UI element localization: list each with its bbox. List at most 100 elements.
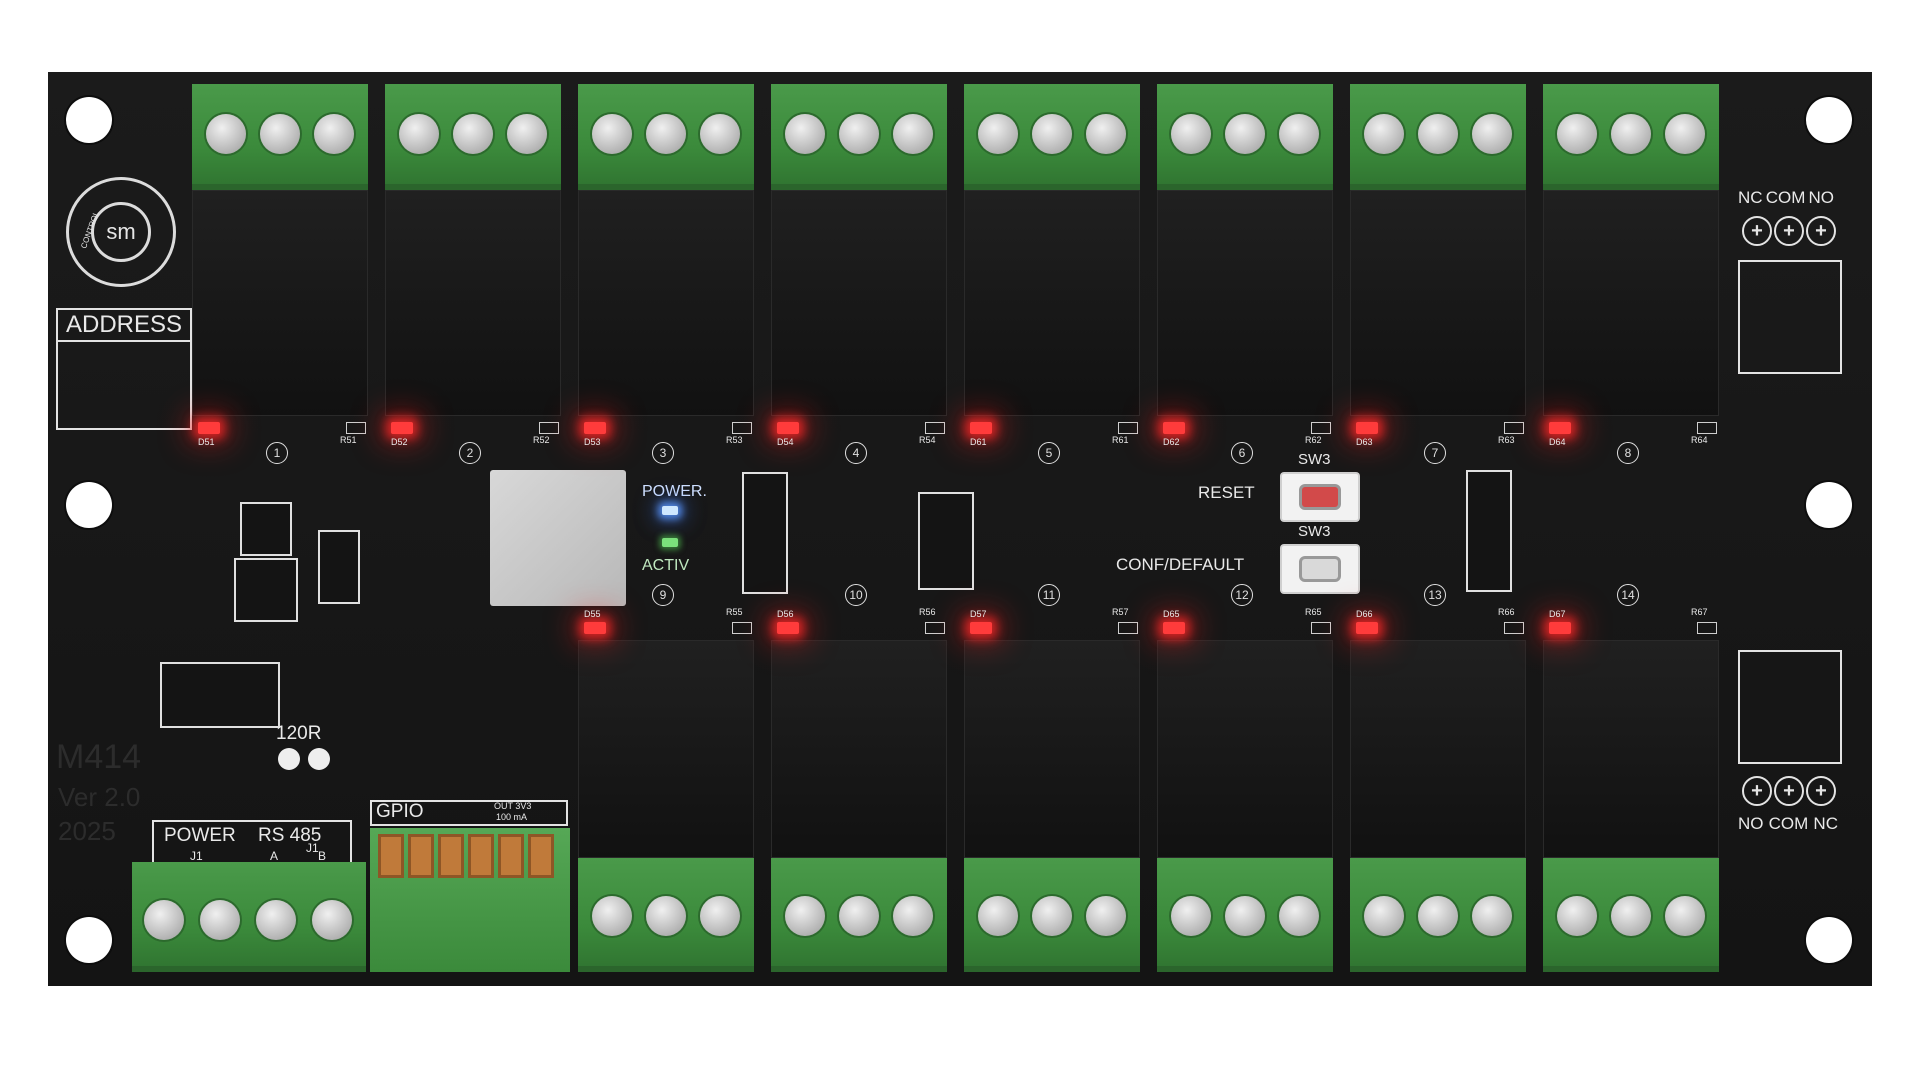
resistor-pad: [732, 622, 752, 634]
terminal-screw[interactable]: [700, 114, 740, 154]
terminal-screw[interactable]: [1364, 114, 1404, 154]
terminal-screw[interactable]: [312, 900, 352, 940]
relay-terminal-bottom[interactable]: [1157, 858, 1333, 972]
terminal-screw[interactable]: [507, 114, 547, 154]
relay-terminal-top[interactable]: [964, 84, 1140, 190]
logo-inner-circle: sm: [91, 202, 151, 262]
terminal-screw[interactable]: [893, 114, 933, 154]
terminal-screw[interactable]: [1418, 896, 1458, 936]
channel-number-top: 4: [845, 442, 867, 464]
led-ref-label: D52: [391, 437, 408, 447]
relay-terminal-top[interactable]: [578, 84, 754, 190]
terminal-screw[interactable]: [785, 896, 825, 936]
terminal-screw[interactable]: [839, 896, 879, 936]
terminal-screw[interactable]: [700, 896, 740, 936]
terminal-screw[interactable]: [646, 896, 686, 936]
plus-screw-icon: +: [1742, 216, 1772, 246]
relay-terminal-top[interactable]: [1350, 84, 1526, 190]
terminal-screw[interactable]: [1032, 114, 1072, 154]
mount-hole: [1806, 917, 1852, 963]
terminal-screw[interactable]: [256, 900, 296, 940]
jumper-pin[interactable]: [308, 748, 330, 770]
led-ref-label: D61: [970, 437, 987, 447]
gpio-pin[interactable]: [528, 834, 554, 878]
terminal-screw[interactable]: [1611, 114, 1651, 154]
contact-label-no: NO: [1738, 814, 1764, 833]
power-rs485-terminal[interactable]: [132, 862, 366, 972]
channel-number-bottom: 11: [1038, 584, 1060, 606]
gpio-pin[interactable]: [498, 834, 524, 878]
relay-terminal-bottom[interactable]: [771, 858, 947, 972]
terminal-screw[interactable]: [206, 114, 246, 154]
gpio-pin[interactable]: [438, 834, 464, 878]
relay-terminal-bottom[interactable]: [1543, 858, 1719, 972]
terminal-screw[interactable]: [1418, 114, 1458, 154]
relay-terminal-top[interactable]: [385, 84, 561, 190]
terminal-screw[interactable]: [200, 900, 240, 940]
relay-terminal-top[interactable]: [1157, 84, 1333, 190]
power-connector-label: POWER: [164, 825, 236, 846]
termination-resistor-label: 120R: [276, 723, 322, 744]
conf-default-button[interactable]: [1282, 546, 1358, 592]
terminal-screw[interactable]: [1557, 114, 1597, 154]
terminal-screw[interactable]: [260, 114, 300, 154]
relay-terminal-top[interactable]: [771, 84, 947, 190]
address-label: ADDRESS: [58, 310, 190, 342]
gpio-pin[interactable]: [408, 834, 434, 878]
relay-top: [1350, 190, 1526, 416]
relay-terminal-bottom[interactable]: [1350, 858, 1526, 972]
terminal-screw[interactable]: [1086, 114, 1126, 154]
terminal-screw[interactable]: [453, 114, 493, 154]
terminal-screw[interactable]: [1472, 114, 1512, 154]
gpio-header: [370, 800, 568, 826]
relay-terminal-top[interactable]: [1543, 84, 1719, 190]
reset-button[interactable]: [1282, 474, 1358, 520]
terminal-screw[interactable]: [785, 114, 825, 154]
terminal-screw[interactable]: [978, 896, 1018, 936]
terminal-screw[interactable]: [1665, 114, 1705, 154]
relay-led-bottom: [1549, 622, 1571, 634]
gpio-pin[interactable]: [468, 834, 494, 878]
relay-schematic-icon: [1738, 260, 1842, 374]
jumper-pin[interactable]: [278, 748, 300, 770]
terminal-screw[interactable]: [399, 114, 439, 154]
terminal-screw[interactable]: [1364, 896, 1404, 936]
resistor-pad: [1311, 422, 1331, 434]
terminal-screw[interactable]: [1171, 114, 1211, 154]
terminal-screw[interactable]: [314, 114, 354, 154]
terminal-screw[interactable]: [144, 900, 184, 940]
relay-top: [964, 190, 1140, 416]
terminal-screw[interactable]: [1665, 896, 1705, 936]
terminal-screw[interactable]: [893, 896, 933, 936]
relay-terminal-bottom[interactable]: [578, 858, 754, 972]
relay-terminal-bottom[interactable]: [964, 858, 1140, 972]
terminal-screw[interactable]: [1086, 896, 1126, 936]
terminal-screw[interactable]: [1279, 114, 1319, 154]
resistor-pad: [1504, 622, 1524, 634]
channel-number-top: 3: [652, 442, 674, 464]
terminal-screw[interactable]: [1472, 896, 1512, 936]
terminal-screw[interactable]: [1611, 896, 1651, 936]
pcb-board: sm CONTROL ADDRESS POWER. ACTIV SW3 RESE…: [48, 72, 1872, 986]
terminal-screw[interactable]: [592, 896, 632, 936]
contact-label-no: NO: [1808, 188, 1834, 207]
terminal-screw[interactable]: [1171, 896, 1211, 936]
terminal-screw[interactable]: [839, 114, 879, 154]
resistor-pad: [1118, 422, 1138, 434]
mount-hole: [66, 482, 112, 528]
gpio-pin[interactable]: [378, 834, 404, 878]
relay-terminal-top[interactable]: [192, 84, 368, 190]
relay-led-top: [1163, 422, 1185, 434]
terminal-screw[interactable]: [646, 114, 686, 154]
terminal-screw[interactable]: [1279, 896, 1319, 936]
terminal-screw[interactable]: [1225, 896, 1265, 936]
terminal-screw[interactable]: [1032, 896, 1072, 936]
terminal-screw[interactable]: [1557, 896, 1597, 936]
terminal-screw[interactable]: [1225, 114, 1265, 154]
terminal-screw[interactable]: [978, 114, 1018, 154]
relay-bottom: [964, 640, 1140, 858]
gpio-note-line1: OUT 3V3: [494, 801, 532, 811]
terminal-screw[interactable]: [592, 114, 632, 154]
gpio-terminal[interactable]: [370, 828, 570, 972]
channel-number-top: 1: [266, 442, 288, 464]
